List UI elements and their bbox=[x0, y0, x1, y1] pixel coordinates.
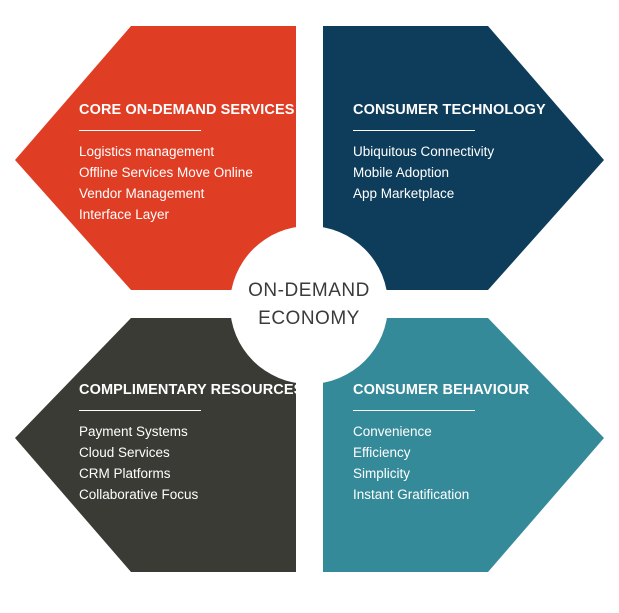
list-item: Instant Gratification bbox=[353, 487, 470, 502]
bottom-left-title: COMPLIMENTARY RESOURCES bbox=[79, 382, 304, 398]
top-right-divider bbox=[353, 130, 475, 131]
bottom-right-list: Convenience Efficiency Simplicity Instan… bbox=[353, 421, 529, 505]
bottom-left-divider bbox=[79, 410, 201, 411]
list-item: Simplicity bbox=[353, 466, 411, 481]
list-item: Collaborative Focus bbox=[79, 487, 199, 502]
list-item: Interface Layer bbox=[79, 207, 170, 222]
top-right-panel: CONSUMER TECHNOLOGY Ubiquitous Connectiv… bbox=[353, 102, 546, 204]
bottom-right-pentagon bbox=[323, 318, 604, 572]
center-circle bbox=[230, 226, 388, 384]
center-label-line2: ECONOMY bbox=[258, 308, 360, 329]
center-label-line1: ON-DEMAND bbox=[248, 280, 370, 301]
list-item: Vendor Management bbox=[79, 186, 205, 201]
list-item: Offline Services Move Online bbox=[79, 165, 253, 180]
list-item: Ubiquitous Connectivity bbox=[353, 144, 495, 159]
list-item: CRM Platforms bbox=[79, 466, 171, 481]
bottom-left-panel: COMPLIMENTARY RESOURCES Payment Systems … bbox=[79, 382, 303, 505]
list-item: Payment Systems bbox=[79, 424, 188, 439]
bottom-right-title: CONSUMER BEHAVIOUR bbox=[353, 382, 530, 398]
top-right-pentagon bbox=[323, 26, 604, 290]
bottom-left-list: Payment Systems Cloud Services CRM Platf… bbox=[79, 421, 303, 505]
center-label: ON-DEMAND ECONOMY bbox=[230, 226, 388, 384]
bottom-left-pentagon bbox=[15, 318, 296, 572]
top-left-panel: CORE ON-DEMAND SERVICES Logistics manage… bbox=[79, 102, 295, 225]
bottom-right-divider bbox=[353, 410, 475, 411]
list-item: Cloud Services bbox=[79, 445, 170, 460]
top-left-title: CORE ON-DEMAND SERVICES bbox=[79, 102, 295, 118]
list-item: Efficiency bbox=[353, 445, 411, 460]
list-item: Convenience bbox=[353, 424, 432, 439]
list-item: Logistics management bbox=[79, 144, 215, 159]
top-right-list: Ubiquitous Connectivity Mobile Adoption … bbox=[353, 141, 546, 204]
bottom-right-panel: CONSUMER BEHAVIOUR Convenience Efficienc… bbox=[353, 382, 529, 505]
top-left-list: Logistics management Offline Services Mo… bbox=[79, 141, 295, 225]
list-item: Mobile Adoption bbox=[353, 165, 450, 180]
list-item: App Marketplace bbox=[353, 186, 455, 201]
top-left-divider bbox=[79, 130, 201, 131]
top-right-title: CONSUMER TECHNOLOGY bbox=[353, 102, 546, 118]
top-left-pentagon bbox=[15, 26, 296, 290]
